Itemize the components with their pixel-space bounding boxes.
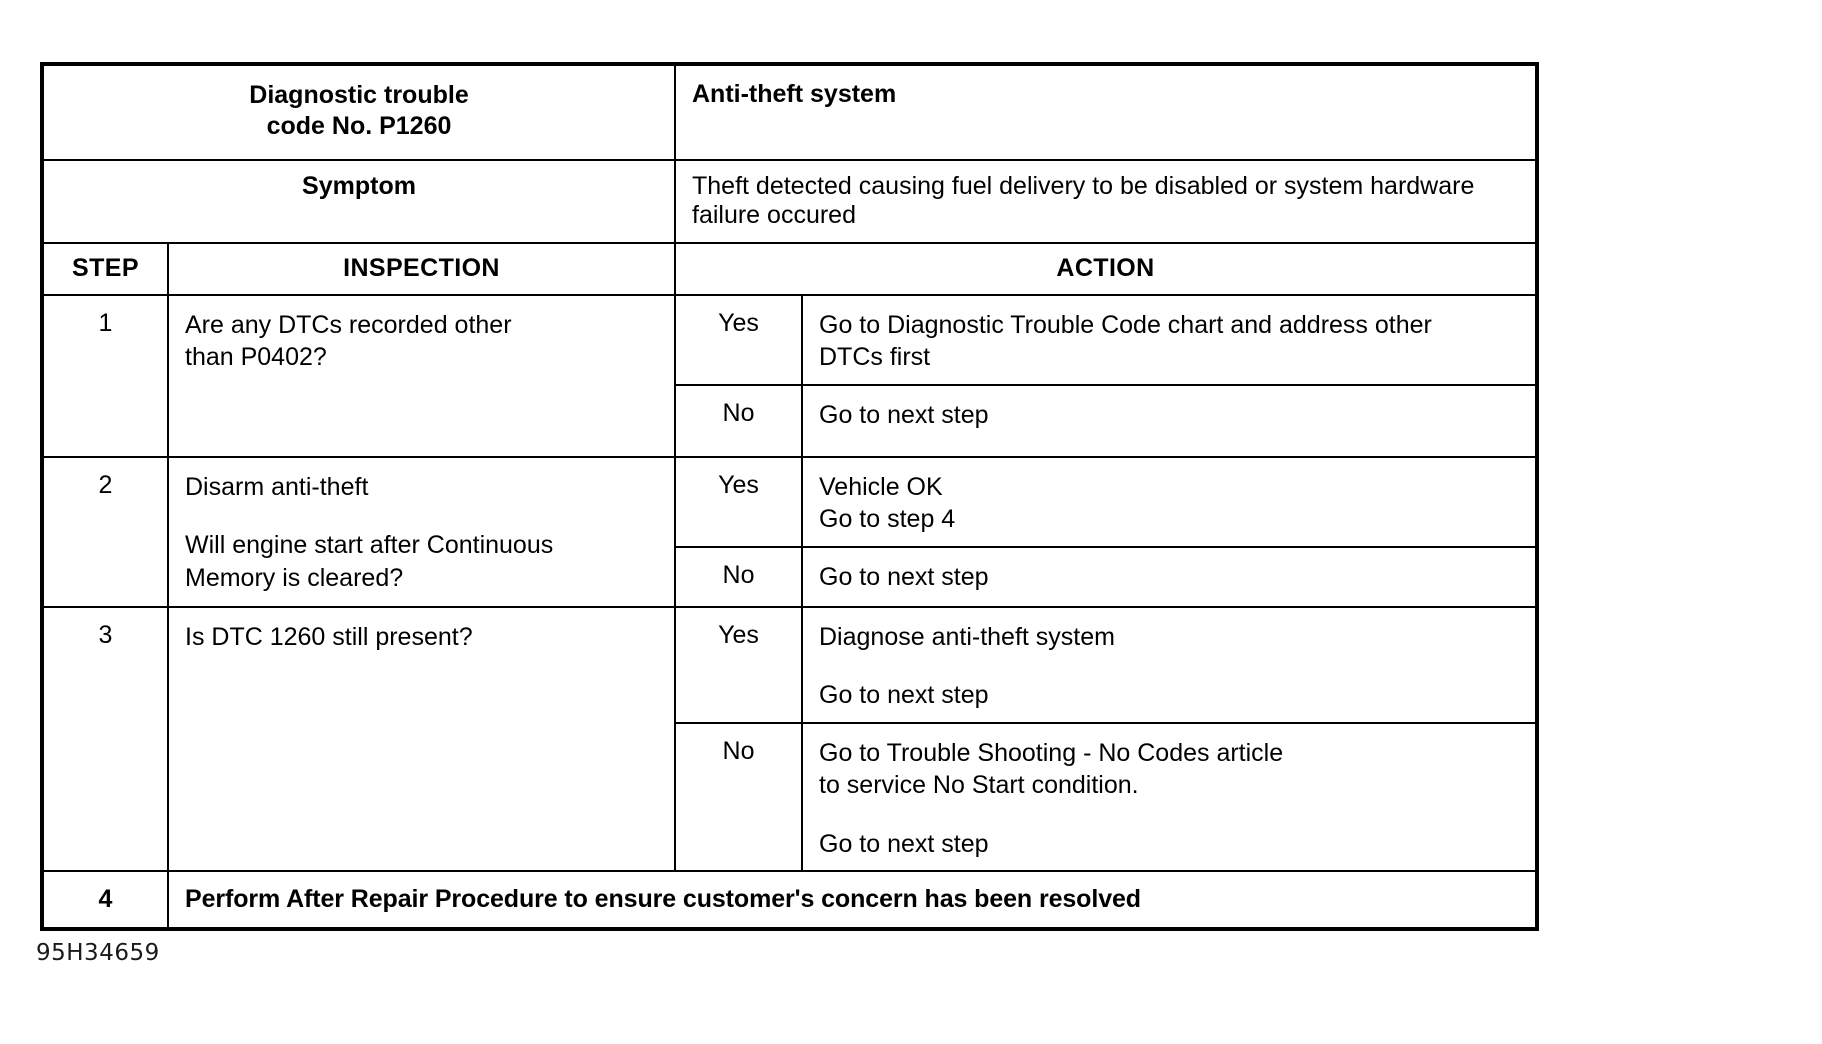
step-2-inspection-text: Disarm anti-theft Will engine start afte… [169,458,674,605]
step-4-instruction-text: Perform After Repair Procedure to ensure… [185,885,1141,913]
step-3-no-action-line1: Go to Trouble Shooting - No Codes articl… [819,738,1284,767]
symptom-description: Theft detected causing fuel delivery to … [692,171,1475,229]
step-2-number: 2 [98,470,113,499]
step-2-no-action-text: Go to next step [819,562,989,591]
dtc-code-text: Diagnostic trouble code No. P1260 [44,66,674,159]
step-3-yes-answer: Yes [718,620,759,649]
step-3-no-action-cell: Go to Trouble Shooting - No Codes articl… [801,721,1538,872]
step-2-yes-action-line2: Go to step 4 [819,505,956,533]
step-2-inspection-line2: Will engine start after Continuous [185,531,554,559]
step-1-inspection-text: Are any DTCs recorded other than P0402? [169,296,674,384]
step-3-inspection-text: Is DTC 1260 still present? [185,622,473,651]
symptom-label-cell: Symptom [41,158,676,244]
dtc-table: Diagnostic trouble code No. P1260 Anti-t… [40,62,1539,931]
table-row-step-3-no: No Go to Trouble Shooting - No Codes art… [42,721,1538,872]
col-header-inspection-cell: INSPECTION [167,241,676,296]
step-2-yes-action-line1: Vehicle OK [819,472,943,501]
step-2-yes-action-cell: Vehicle OK Go to step 4 [801,455,1538,548]
step-2-no-answer: No [722,560,755,589]
step-3-no-action-text: Go to Trouble Shooting - No Codes articl… [803,724,1535,871]
step-1-yes-action-line1: Go to Diagnostic Trouble Code chart and … [819,310,1432,339]
step-1-inspection-line1: Are any DTCs recorded other [185,310,512,339]
table-row-step-4: 4 Perform After Repair Procedure to ensu… [41,870,1538,930]
step-3-yes-action-line2: Go to next step [819,681,989,709]
step-3-no-answer: No [722,736,755,765]
step-1-no-action-cell: Go to next step [801,383,1538,458]
step-2-yes-action-text: Vehicle OK Go to step 4 [803,458,1535,546]
step-3-yes-action-line1: Diagnose anti-theft system [819,622,1115,651]
step-3-no-answer-cell: No [674,721,803,872]
step-2-inspection-line1: Disarm anti-theft [185,472,369,501]
step-2-no-answer-cell: No [674,545,803,608]
col-header-action: ACTION [1056,253,1155,282]
table-row-step-2-no: No Go to next step [42,545,1538,608]
step-3-yes-action-text: Diagnose anti-theft system Go to next st… [803,608,1535,722]
symptom-text-cell: Theft detected causing fuel delivery to … [674,158,1538,244]
step-2-yes-answer-cell: Yes [674,455,803,548]
dtc-code-line2: code No. P1260 [266,112,452,141]
table-row-step-1-no: No Go to next step [42,383,1538,458]
col-header-action-cell: ACTION [674,241,1538,296]
step-1-yes-answer-cell: Yes [674,293,803,386]
step-3-number: 3 [98,620,113,649]
spacer [819,653,1525,679]
col-header-step: STEP [72,253,139,282]
table-row-step-3-yes: 3 Is DTC 1260 still present? Yes Diagnos… [41,605,1538,872]
table-row-symptom: Symptom Theft detected causing fuel deli… [41,158,1538,244]
step-2-yes-answer: Yes [718,470,759,499]
step-4-number: 4 [98,885,113,913]
step-3-yes-answer-cell: Yes [674,605,803,724]
table-row-step-1-yes: 1 Are any DTCs recorded other than P0402… [41,293,1538,458]
dtc-code-cell: Diagnostic trouble code No. P1260 [41,63,676,161]
step-1-number-cell: 1 [41,293,169,458]
step-3-no-action-line3: Go to next step [819,829,989,858]
step-1-inspection-cell: Are any DTCs recorded other than P0402? [167,293,676,458]
table-row-column-headers: STEP INSPECTION ACTION [41,241,1538,296]
step-2-inspection-line3: Memory is cleared? [185,563,404,592]
spacer [185,503,664,529]
spacer [819,802,1525,828]
col-header-inspection: INSPECTION [343,253,500,282]
step-4-text-cell: Perform After Repair Procedure to ensure… [167,870,1538,930]
system-name-cell: Anti-theft system [674,63,1538,161]
step-1-no-action-text: Go to next step [819,400,989,429]
step-1-no-answer-cell: No [674,383,803,458]
step-2-number-cell: 2 [41,455,169,608]
step-3-yes-action-cell: Diagnose anti-theft system Go to next st… [801,605,1538,724]
table-row-dtc-header: Diagnostic trouble code No. P1260 Anti-t… [41,63,1538,161]
step-1-inspection-line2: than P0402? [185,343,327,371]
step-3-no-action-line2: to service No Start condition. [819,771,1139,799]
step-1-no-answer: No [722,398,755,427]
diagnostic-chart: Diagnostic trouble code No. P1260 Anti-t… [40,62,1539,931]
symptom-label-text: Symptom [302,171,416,200]
step-1-yes-action-text: Go to Diagnostic Trouble Code chart and … [803,296,1535,384]
step-1-yes-action-line2: DTCs first [819,343,931,371]
dtc-code-line1: Diagnostic trouble [249,81,469,109]
figure-reference-code: 95H34659 [36,940,160,966]
system-name-text: Anti-theft system [692,80,897,108]
step-1-number: 1 [98,308,113,337]
step-1-yes-action-cell: Go to Diagnostic Trouble Code chart and … [801,293,1538,386]
table-row-step-2-yes: 2 Disarm anti-theft Will engine start af… [41,455,1538,608]
step-1-yes-answer: Yes [718,308,759,337]
step-3-number-cell: 3 [41,605,169,872]
step-2-inspection-cell: Disarm anti-theft Will engine start afte… [167,455,676,608]
col-header-step-cell: STEP [41,241,169,296]
step-3-inspection-cell: Is DTC 1260 still present? [167,605,676,872]
step-4-number-cell: 4 [41,870,169,930]
step-2-no-action-cell: Go to next step [801,545,1538,608]
